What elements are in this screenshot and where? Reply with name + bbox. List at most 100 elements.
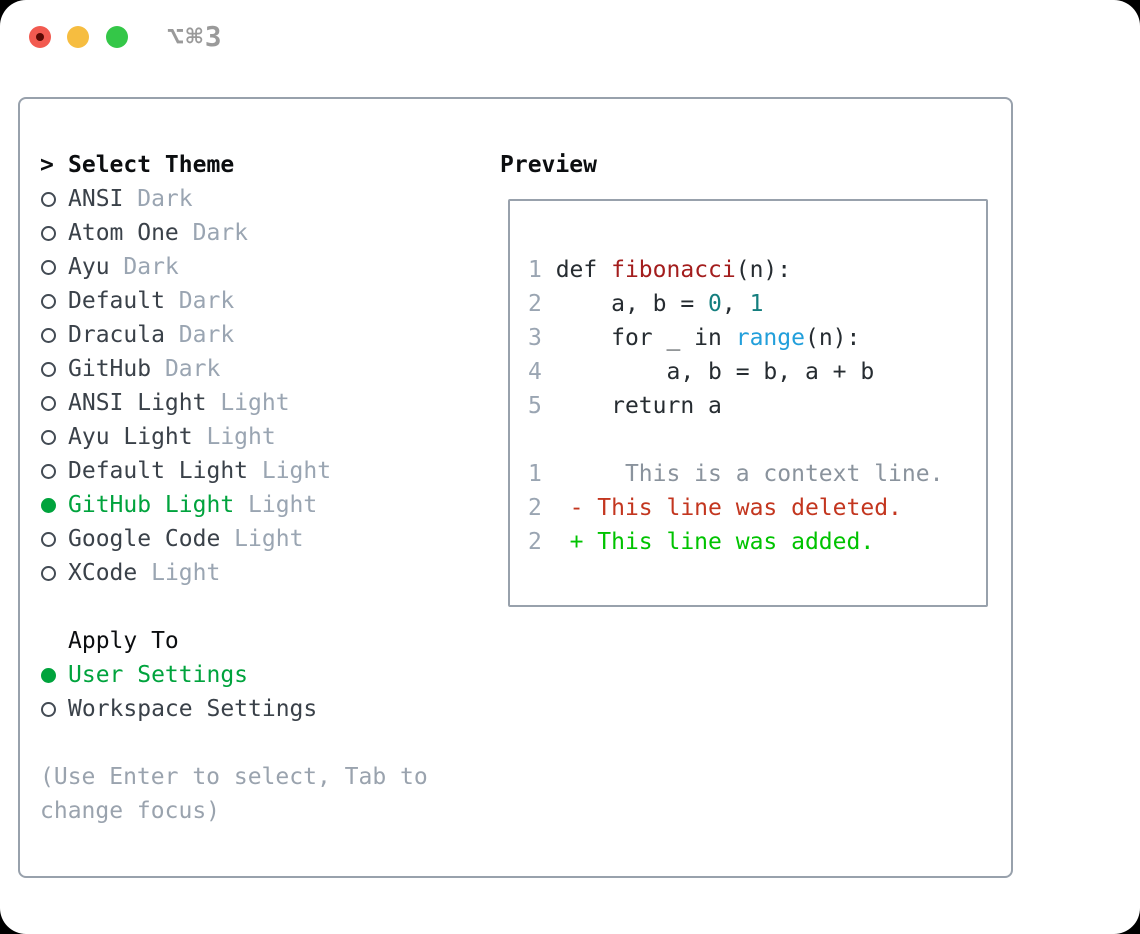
preview-line: 2 + This line was added. [528, 525, 986, 559]
radio-selected-icon [40, 658, 68, 692]
hint-text-line-1: (Use Enter to select, Tab to [40, 764, 428, 790]
radio-icon [40, 284, 68, 318]
option-variant-label: Dark [109, 254, 179, 280]
theme-option-github-dark[interactable]: GitHub Dark [40, 352, 490, 386]
preview-line: 4 a, b = b, a + b [528, 355, 986, 389]
option-label: Dracula [68, 322, 165, 348]
preview-line: 5 return a [528, 389, 986, 423]
option-label: GitHub [68, 356, 152, 382]
option-variant-label: Light [206, 390, 290, 416]
option-variant-label: Dark [164, 288, 235, 314]
option-label: Google Code [68, 526, 221, 552]
option-label: ANSI Light [68, 390, 207, 416]
line-number: 5 [528, 393, 542, 419]
code-token: fibonacci [611, 257, 736, 283]
code-token [542, 495, 570, 521]
theme-option-default-dark[interactable]: Default Dark [40, 284, 490, 318]
option-variant-label: Light [220, 526, 304, 552]
option-label: Atom One [68, 220, 179, 246]
option-variant-label: Dark [178, 220, 249, 246]
preview-line: 1 def fibonacci(n): [528, 253, 986, 287]
theme-option-xcode-light[interactable]: XCode Light [40, 556, 490, 590]
code-token: 1 [749, 291, 764, 317]
option-label: GitHub Light [68, 492, 235, 518]
option-label: XCode [68, 560, 138, 586]
option-label: ANSI [68, 186, 124, 212]
code-token: + This line was added. [569, 529, 875, 555]
option-label: User Settings [68, 662, 249, 688]
code-token: 0 [708, 291, 722, 317]
preview-line: 3 for _ in range(n): [528, 321, 986, 355]
window-shortcut-label: ⌥⌘3 [167, 20, 224, 53]
code-token: def [541, 257, 612, 283]
radio-icon [40, 692, 68, 726]
code-token: , [721, 291, 750, 317]
code-token: (n): [804, 325, 861, 351]
line-number: 2 [528, 495, 542, 521]
radio-icon [40, 250, 68, 284]
zoom-button[interactable] [106, 26, 128, 48]
spacer [40, 590, 490, 624]
radio-icon [40, 556, 68, 590]
theme-option-google-code-light[interactable]: Google Code Light [40, 522, 490, 556]
radio-icon [40, 352, 68, 386]
theme-option-ansi-light-light[interactable]: ANSI Light Light [40, 386, 490, 420]
radio-selected-icon [40, 488, 68, 522]
preview-line: 2 - This line was deleted. [528, 491, 986, 525]
option-variant-label: Light [192, 424, 276, 450]
minimize-button[interactable] [67, 26, 89, 48]
line-number: 4 [528, 359, 542, 385]
code-token: a, b = b, a + b [541, 359, 875, 385]
code-token: for _ in [541, 325, 736, 351]
prompt-icon: > [40, 152, 54, 178]
line-number: 1 [528, 461, 542, 487]
code-token: range [735, 325, 805, 351]
line-number: 1 [528, 257, 542, 283]
option-label: Ayu Light [68, 424, 193, 450]
option-label: Workspace Settings [68, 696, 318, 722]
preview-line [528, 423, 986, 457]
theme-option-ayu-dark[interactable]: Ayu Dark [40, 250, 490, 284]
theme-option-default-light-light[interactable]: Default Light Light [40, 454, 490, 488]
code-token: return a [541, 393, 722, 419]
code-token: a, b = [541, 291, 709, 317]
apply-option-workspace-settings[interactable]: Workspace Settings [40, 692, 490, 726]
theme-option-ayu-light-light[interactable]: Ayu Light Light [40, 420, 490, 454]
apply-option-user-settings[interactable]: User Settings [40, 658, 490, 692]
preview-line: 1 This is a context line. [528, 457, 986, 491]
code-token: (n): [735, 257, 792, 283]
line-number: 2 [528, 529, 542, 555]
code-token [542, 529, 570, 555]
theme-option-github-light-light[interactable]: GitHub Light Light [40, 488, 490, 522]
spacer [40, 726, 490, 760]
radio-icon [40, 216, 68, 250]
theme-option-ansi-dark[interactable]: ANSI Dark [40, 182, 490, 216]
option-variant-label: Light [137, 560, 221, 586]
theme-option-dracula-dark[interactable]: Dracula Dark [40, 318, 490, 352]
line-number: 2 [528, 291, 542, 317]
radio-icon [40, 318, 68, 352]
option-label: Default Light [68, 458, 249, 484]
option-variant-label: Light [234, 492, 318, 518]
hint-text-line-2: change focus) [40, 798, 221, 824]
code-token: - This line was deleted. [569, 495, 902, 521]
theme-list-header: > Select Theme [40, 148, 490, 182]
option-variant-label: Dark [123, 186, 193, 212]
close-button[interactable] [29, 26, 51, 48]
theme-option-atom-one-dark[interactable]: Atom One Dark [40, 216, 490, 250]
radio-icon [40, 386, 68, 420]
line-number: 3 [528, 325, 542, 351]
radio-icon [40, 182, 68, 216]
option-variant-label: Light [248, 458, 332, 484]
radio-icon [40, 522, 68, 556]
theme-list-title: Select Theme [68, 152, 235, 178]
titlebar: ⌥⌘3 [0, 0, 1140, 75]
option-label: Default [68, 288, 165, 314]
